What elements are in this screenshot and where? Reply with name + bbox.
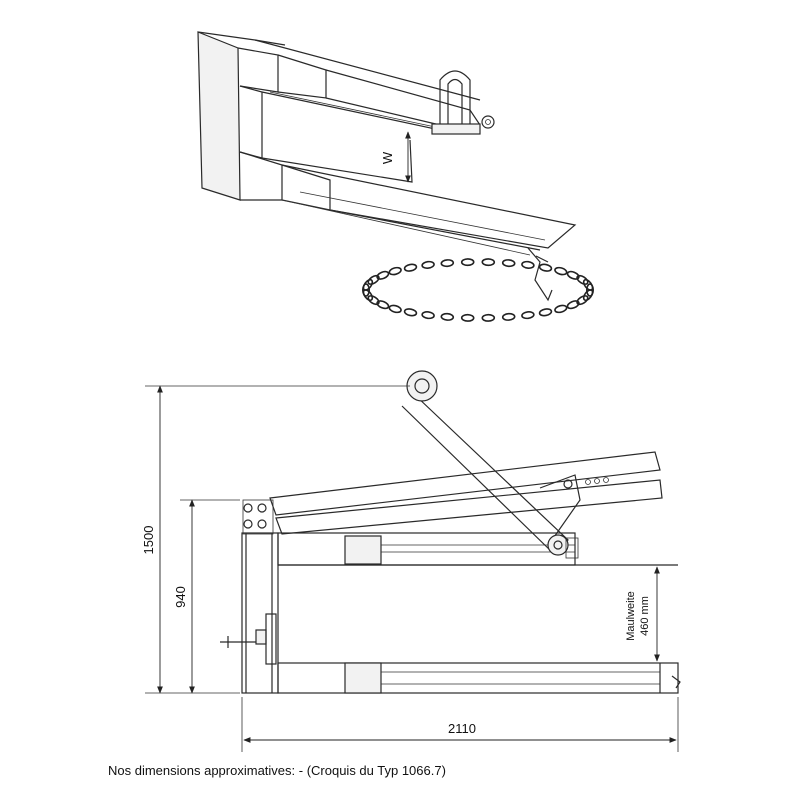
chain-link [538, 263, 553, 272]
side-tilt-beams [242, 451, 663, 541]
iso-frame [197, 31, 481, 211]
jaw-label-line2: 460 mm [639, 596, 651, 636]
dim-total-length: 2110 [241, 697, 679, 752]
chain-link [403, 308, 418, 317]
chain-link [388, 304, 402, 314]
dim-total-height: 1500 [141, 385, 410, 694]
chain-link [521, 311, 535, 320]
caption: Nos dimensions approximatives: - (Croqui… [108, 763, 446, 778]
dim-total-length-label: 2110 [448, 721, 476, 736]
chain-link [421, 311, 435, 320]
chain-link [521, 260, 535, 269]
jaw-label-line1: Maulweite [625, 591, 637, 641]
side-handle [220, 613, 277, 665]
chain-link [367, 295, 380, 306]
chain-link [403, 263, 418, 272]
chain-link [376, 270, 390, 280]
chain-link [460, 258, 475, 267]
side-lower-fork [277, 662, 681, 694]
iso-shackle [431, 70, 495, 135]
iso-width-dimension: W [380, 131, 411, 183]
width-label: W [380, 151, 395, 164]
dim-fork-height-label: 940 [173, 586, 188, 608]
side-strut [401, 370, 579, 559]
dim-fork-height: 940 [173, 499, 240, 694]
chain-link [367, 274, 380, 285]
chain-link [554, 266, 568, 276]
chain-link [566, 300, 580, 310]
side-view: 1500 940 Maulweite 460 mm 2110 [141, 370, 681, 752]
iso-hook [527, 247, 553, 302]
chain-link [388, 266, 402, 276]
chain-link [376, 300, 390, 310]
side-mast [241, 532, 279, 694]
chain-link [566, 270, 580, 280]
side-upper-arm [277, 532, 678, 566]
isometric-view: W [197, 31, 595, 322]
chain-link [501, 259, 516, 268]
chain-link [440, 312, 455, 321]
dim-total-height-label: 1500 [141, 526, 156, 555]
chain-link [362, 278, 374, 291]
chain-link [481, 313, 496, 322]
iso-chain [361, 258, 595, 322]
chain-link [361, 283, 370, 297]
chain-link [538, 308, 553, 317]
chain-link [460, 313, 475, 322]
chain-link [501, 312, 516, 321]
chain-link [586, 283, 595, 297]
iso-lower-fork [281, 164, 577, 256]
chain-link [576, 295, 589, 306]
chain-link [421, 260, 435, 269]
chain-link [554, 304, 568, 314]
chain-link [576, 274, 589, 285]
chain-link [440, 259, 455, 268]
chain-link [582, 278, 594, 291]
dim-jaw-width: Maulweite 460 mm [625, 566, 660, 662]
chain-link [481, 258, 496, 267]
